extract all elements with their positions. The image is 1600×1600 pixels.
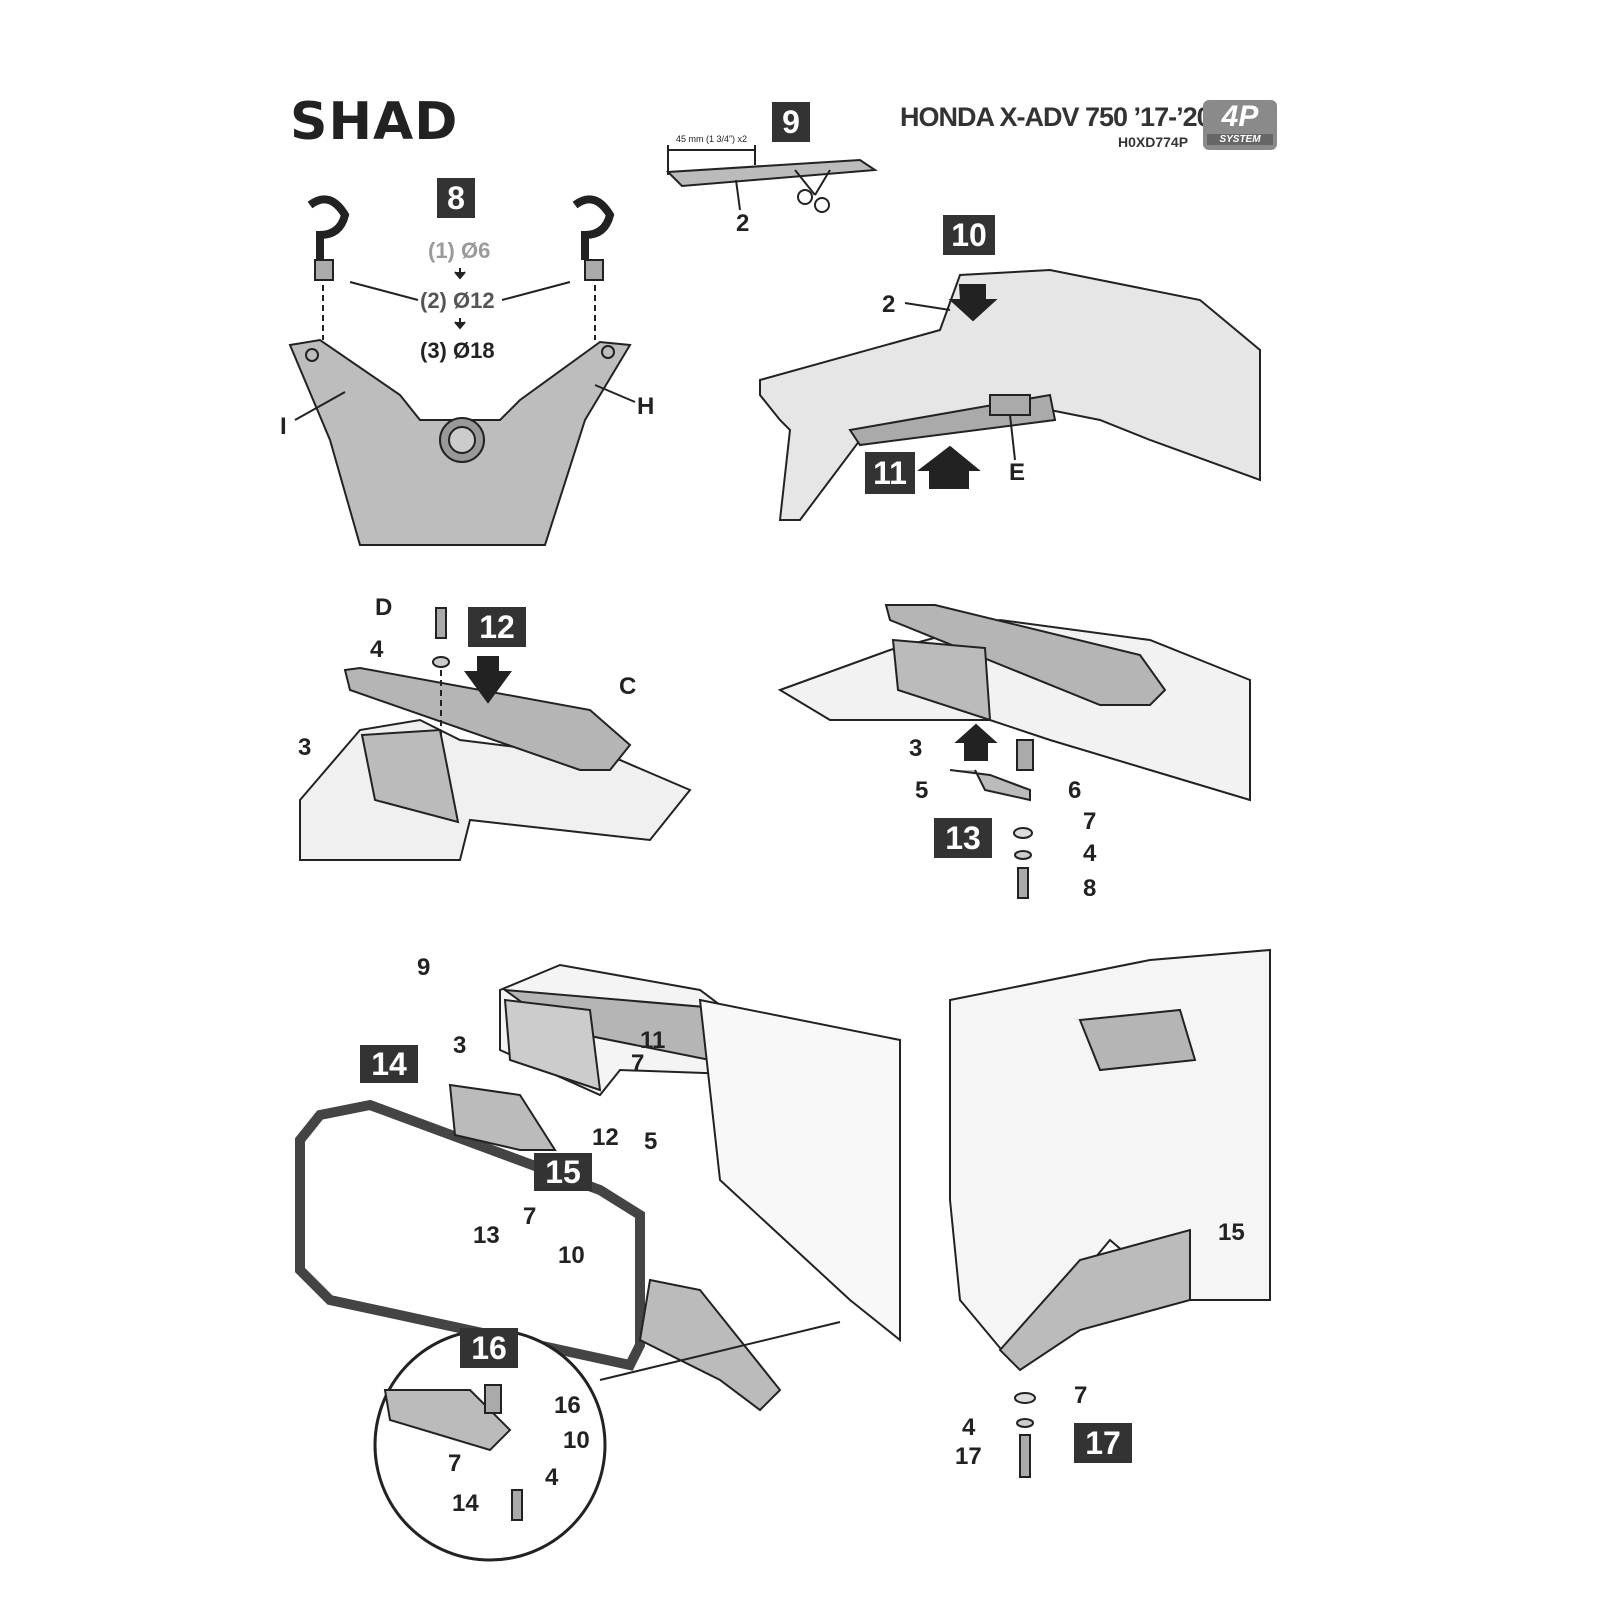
adhesive-strip xyxy=(665,158,878,188)
product-title: HONDA X-ADV 750 ’17-’20 xyxy=(900,102,1212,132)
part-label: C xyxy=(619,673,637,700)
step-13-badge: 13 xyxy=(934,818,992,858)
part-label: 13 xyxy=(473,1222,500,1249)
part-label: 3 xyxy=(453,1032,467,1059)
step-15-badge: 15 xyxy=(534,1153,592,1191)
part-label: 7 xyxy=(631,1050,645,1077)
part-label: 12 xyxy=(592,1124,619,1151)
shad-logo: SHAD xyxy=(290,92,459,152)
part-label: 4 xyxy=(962,1414,976,1441)
step-8-badge: 8 xyxy=(437,178,475,218)
part-label: 8 xyxy=(1083,875,1097,902)
part-label: 2 xyxy=(882,291,896,318)
part-label: 11 xyxy=(640,1027,666,1054)
step-11-badge: 11 xyxy=(865,452,915,494)
part-label: 7 xyxy=(1074,1382,1088,1409)
side-rack-tube xyxy=(295,1099,645,1371)
cut-measure: 45 mm (1 3/4”) x2 xyxy=(676,134,748,144)
rack-plate-15 xyxy=(448,1083,557,1151)
diameter-3: (3) Ø18 xyxy=(420,338,495,363)
step-17-badge: 17 xyxy=(1074,1423,1132,1463)
part-label: D xyxy=(375,594,393,621)
part-label: 4 xyxy=(370,636,384,663)
part-label: 4 xyxy=(1083,840,1097,867)
part-label: 5 xyxy=(644,1128,658,1155)
part-label: 14 xyxy=(452,1490,479,1517)
arrow-up-icon xyxy=(917,445,981,489)
4p-system-logo: 4P SYSTEM xyxy=(1203,100,1277,150)
part-label: 7 xyxy=(1083,808,1097,835)
part-label: 10 xyxy=(563,1427,590,1454)
part-label: 10 xyxy=(558,1242,585,1269)
part-label: 3 xyxy=(909,735,923,762)
part-label: 15 xyxy=(1218,1219,1245,1246)
part-label: 4 xyxy=(545,1464,559,1491)
step-14-badge: 14 xyxy=(360,1045,418,1083)
part-label: 5 xyxy=(915,777,929,804)
part-label: 7 xyxy=(523,1203,537,1230)
diameter-1: (1) Ø6 xyxy=(428,238,491,263)
step-10-badge: 10 xyxy=(943,215,995,255)
step-9-badge: 9 xyxy=(772,102,810,142)
part-label: 17 xyxy=(955,1443,982,1470)
part-label: 7 xyxy=(448,1450,462,1477)
part-label: 16 xyxy=(554,1392,581,1419)
step-16-badge: 16 xyxy=(460,1328,518,1368)
part-label: 3 xyxy=(298,734,312,761)
step-12-badge: 12 xyxy=(468,607,526,647)
product-code: H0XD774P xyxy=(1118,134,1189,150)
part-label: 2 xyxy=(736,210,750,237)
part-label: 9 xyxy=(417,954,431,981)
diameter-2: (2) Ø12 xyxy=(420,288,495,313)
part-label: 6 xyxy=(1068,777,1082,804)
part-label: I xyxy=(280,413,287,440)
part-label: H xyxy=(637,393,655,420)
rack-bar-c xyxy=(343,666,632,771)
part-label: E xyxy=(1009,459,1026,486)
